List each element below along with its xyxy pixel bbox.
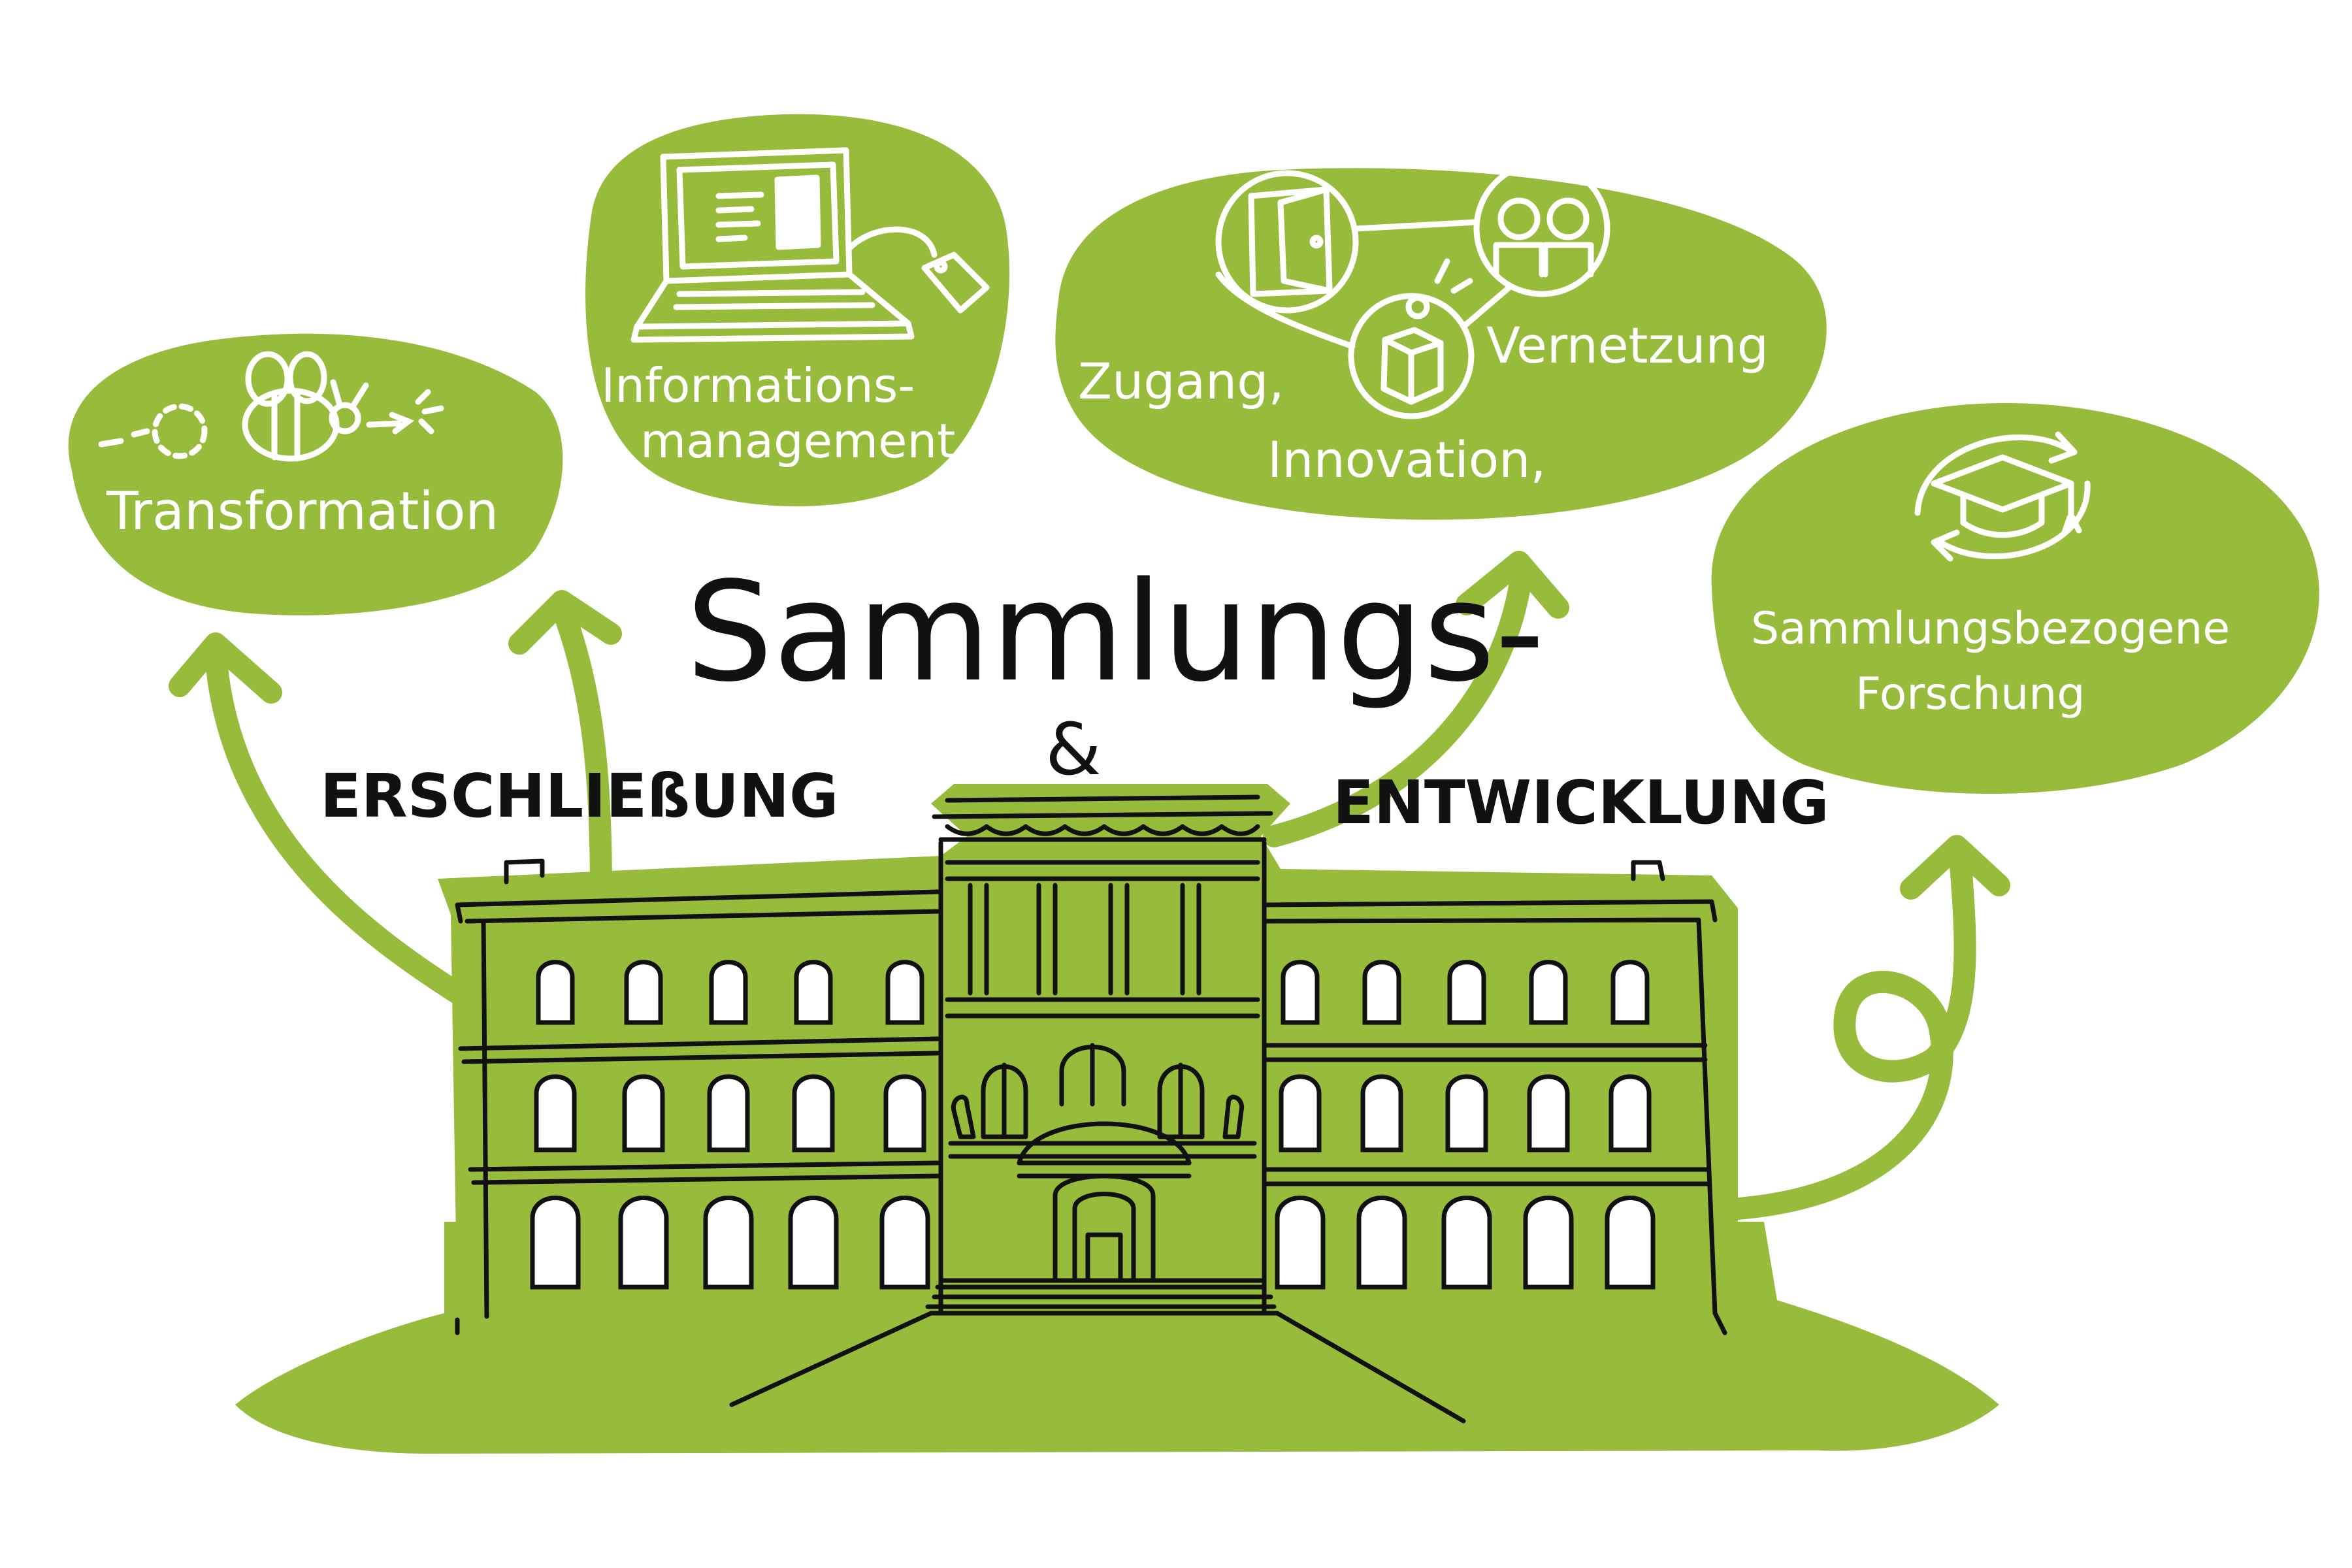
window [1356,1196,1407,1290]
window [792,1074,835,1152]
museum-building-icon [438,784,1738,1424]
door-icon [1215,170,1359,314]
arrow-informationsmanagement-head [508,590,622,655]
graduation-cap-icon [1914,431,2091,562]
bubble-vernetzung-word2: Innovation, [1267,431,1546,489]
arrow-transformation-head [169,632,282,704]
window [1610,960,1650,1025]
window [1605,1196,1656,1290]
window [788,1196,839,1290]
arrow-transformation [204,642,468,1004]
title-main: Sammlungs- [686,552,1544,712]
window [1527,1074,1570,1152]
building-windows [530,960,1656,1290]
window [1360,1074,1403,1152]
window [1279,1074,1322,1152]
bubble-informationsmanagement: Informations- management [585,114,1009,507]
laptop-icon [630,147,990,343]
arrows [169,551,2010,1220]
window [1609,1074,1652,1152]
title-left: ERSCHLIEßUNG [320,761,839,831]
bubble-informationsmanagement-line1: Informations- [601,358,915,413]
bee-icon [98,351,444,462]
window [536,960,575,1025]
network-connections [1215,219,1512,350]
people-icon [1473,160,1610,297]
window [703,1196,754,1290]
bubble-transformation: Transformation [68,333,563,615]
window [530,1196,581,1290]
bubble-forschung-line1: Sammlungsbezogene [1751,603,2230,655]
bubble-vernetzung-word3: Vernetzung [1486,316,1769,374]
window [618,1196,669,1290]
title-ampersand: & [1045,708,1102,791]
window [794,960,833,1025]
window [624,960,663,1025]
window [1441,1196,1492,1290]
arrow-forschung [1727,845,1976,1220]
window [1523,1196,1574,1290]
window [709,960,748,1025]
window [707,1074,750,1152]
window [622,1074,665,1152]
arrow-vernetzung-head [1456,551,1569,619]
window [1529,960,1568,1025]
title-right: ENTWICKLUNG [1333,768,1829,838]
window [879,1196,930,1290]
window [885,960,924,1025]
bubble-vernetzung-word1: Zugang, [1078,352,1284,410]
bubble-forschung-line2: Forschung [1855,668,2085,720]
window [883,1074,926,1152]
window [1275,1196,1326,1290]
window [534,1074,577,1152]
window [1281,960,1320,1025]
bubble-vernetzung: Zugang, Innovation, Vernetzung [1055,160,1827,520]
arrow-informationsmanagement [551,596,612,906]
window [1362,960,1401,1025]
window [1447,960,1486,1025]
window [1445,1074,1488,1152]
box-icon [1348,258,1475,419]
bubble-forschung: Sammlungsbezogene Forschung [1711,402,2319,794]
bubble-informationsmanagement-line2: management [640,414,955,468]
bubble-transformation-label: Transformation [106,481,498,542]
arrow-vernetzung [1263,557,1533,847]
arrow-forschung-head [1900,835,2010,900]
